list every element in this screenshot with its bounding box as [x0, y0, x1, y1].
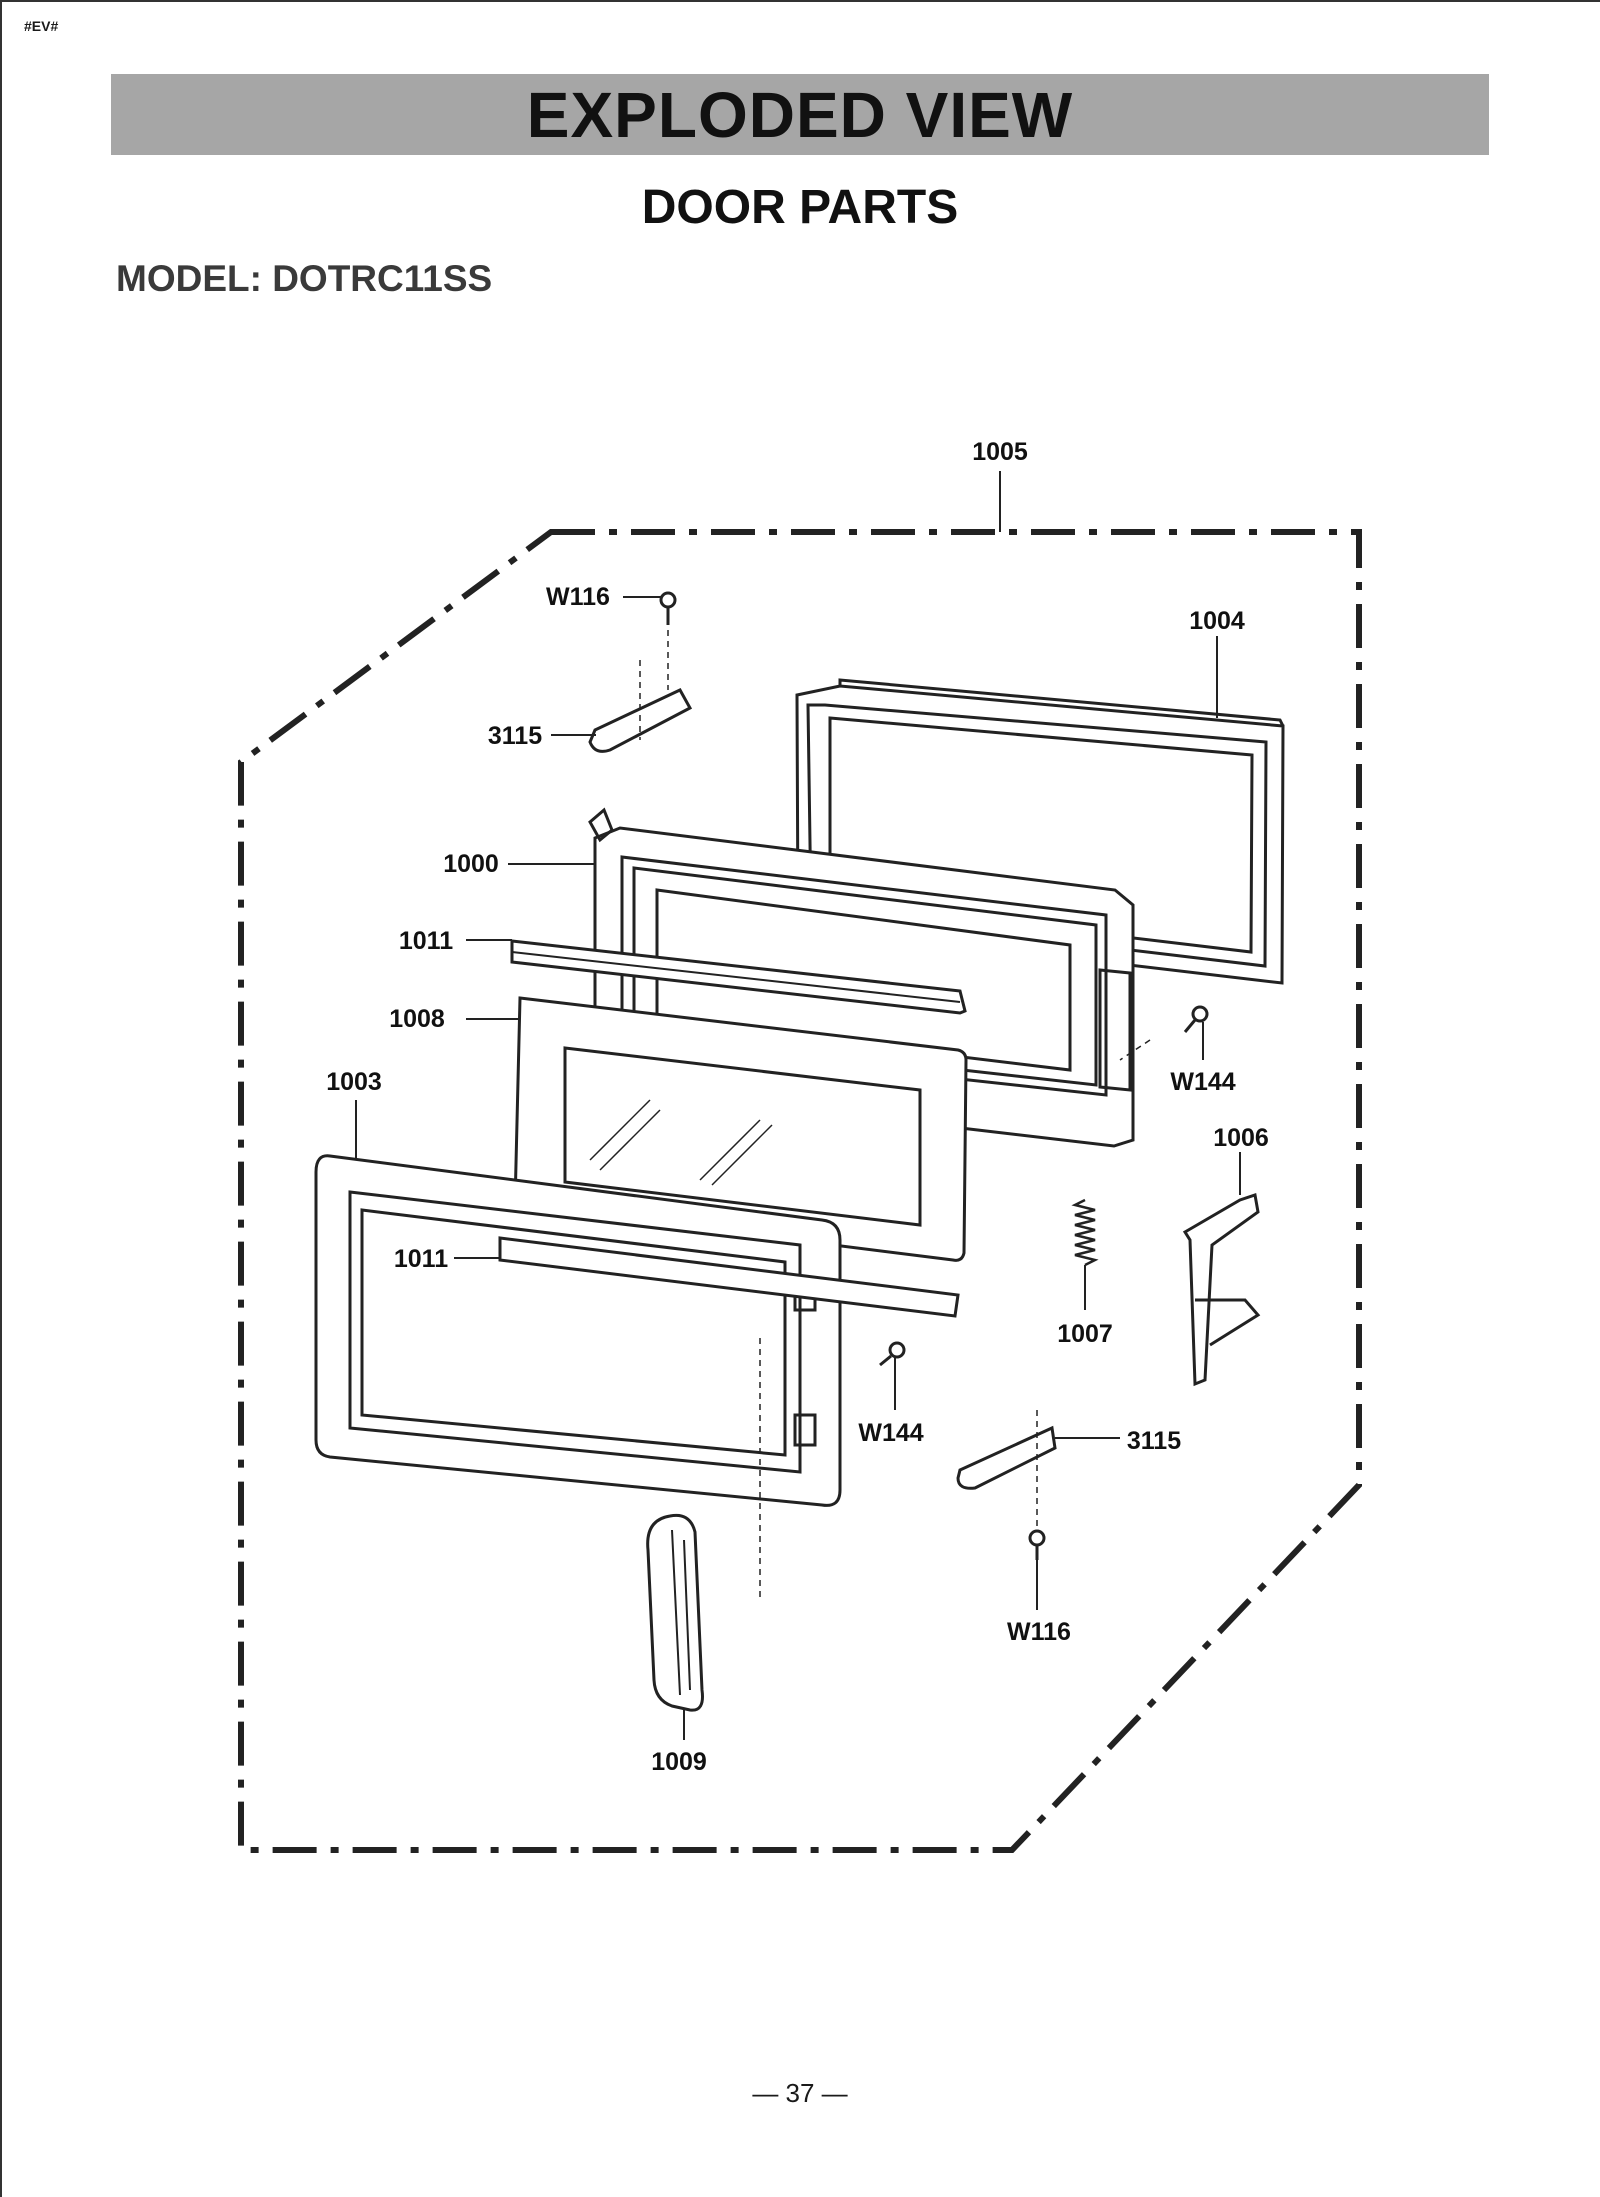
- hinge-part-bottom: [956, 1425, 1057, 1490]
- callout-1011-bottom: 1011: [394, 1245, 448, 1273]
- model-label: MODEL: DOTRC11SS: [116, 258, 493, 299]
- callout-3115-top: 3115: [488, 722, 542, 750]
- title-banner: EXPLODED VIEW: [111, 74, 1489, 155]
- choke-strip-part-bottom: [498, 1236, 960, 1318]
- callout-1009: 1009: [651, 1748, 707, 1776]
- latch-lever-part: [1182, 1193, 1260, 1387]
- screw-part-w144-center: [879, 1341, 906, 1367]
- callout-w116-bottom: W116: [1007, 1618, 1071, 1646]
- corner-tag: #EV#: [24, 18, 59, 34]
- callout-1005: 1005: [972, 438, 1028, 466]
- page-number: — 37 —: [752, 2078, 848, 2108]
- assembly-guides: [639, 630, 1151, 1600]
- callout-1007: 1007: [1057, 1320, 1113, 1348]
- callout-1000: 1000: [443, 850, 499, 878]
- spring-part: [1071, 1198, 1099, 1267]
- page-border-left: [0, 0, 2, 2197]
- callout-1006: 1006: [1213, 1124, 1269, 1152]
- callout-1004: 1004: [1189, 607, 1245, 635]
- door-front-part: [314, 1154, 842, 1507]
- callout-w116-top: W116: [546, 583, 610, 611]
- page-border-top: [0, 0, 1600, 2]
- callout-1011-top: 1011: [399, 927, 453, 955]
- callout-1008: 1008: [389, 1005, 445, 1033]
- assembly-boundary: [238, 529, 1362, 1853]
- page-title: EXPLODED VIEW: [526, 78, 1074, 151]
- callout-w144-right: W144: [1170, 1068, 1235, 1096]
- callout-3115-bottom: 3115: [1127, 1427, 1181, 1455]
- callout-1003: 1003: [326, 1068, 382, 1096]
- leader-lines: [355, 471, 1241, 1740]
- screw-part-w116-top: [659, 591, 677, 625]
- screw-part-w144-right: [1183, 1005, 1209, 1033]
- callout-w144-center: W144: [858, 1419, 923, 1447]
- screw-part-w116-bottom: [1028, 1529, 1046, 1560]
- section-subtitle: DOOR PARTS: [641, 181, 959, 234]
